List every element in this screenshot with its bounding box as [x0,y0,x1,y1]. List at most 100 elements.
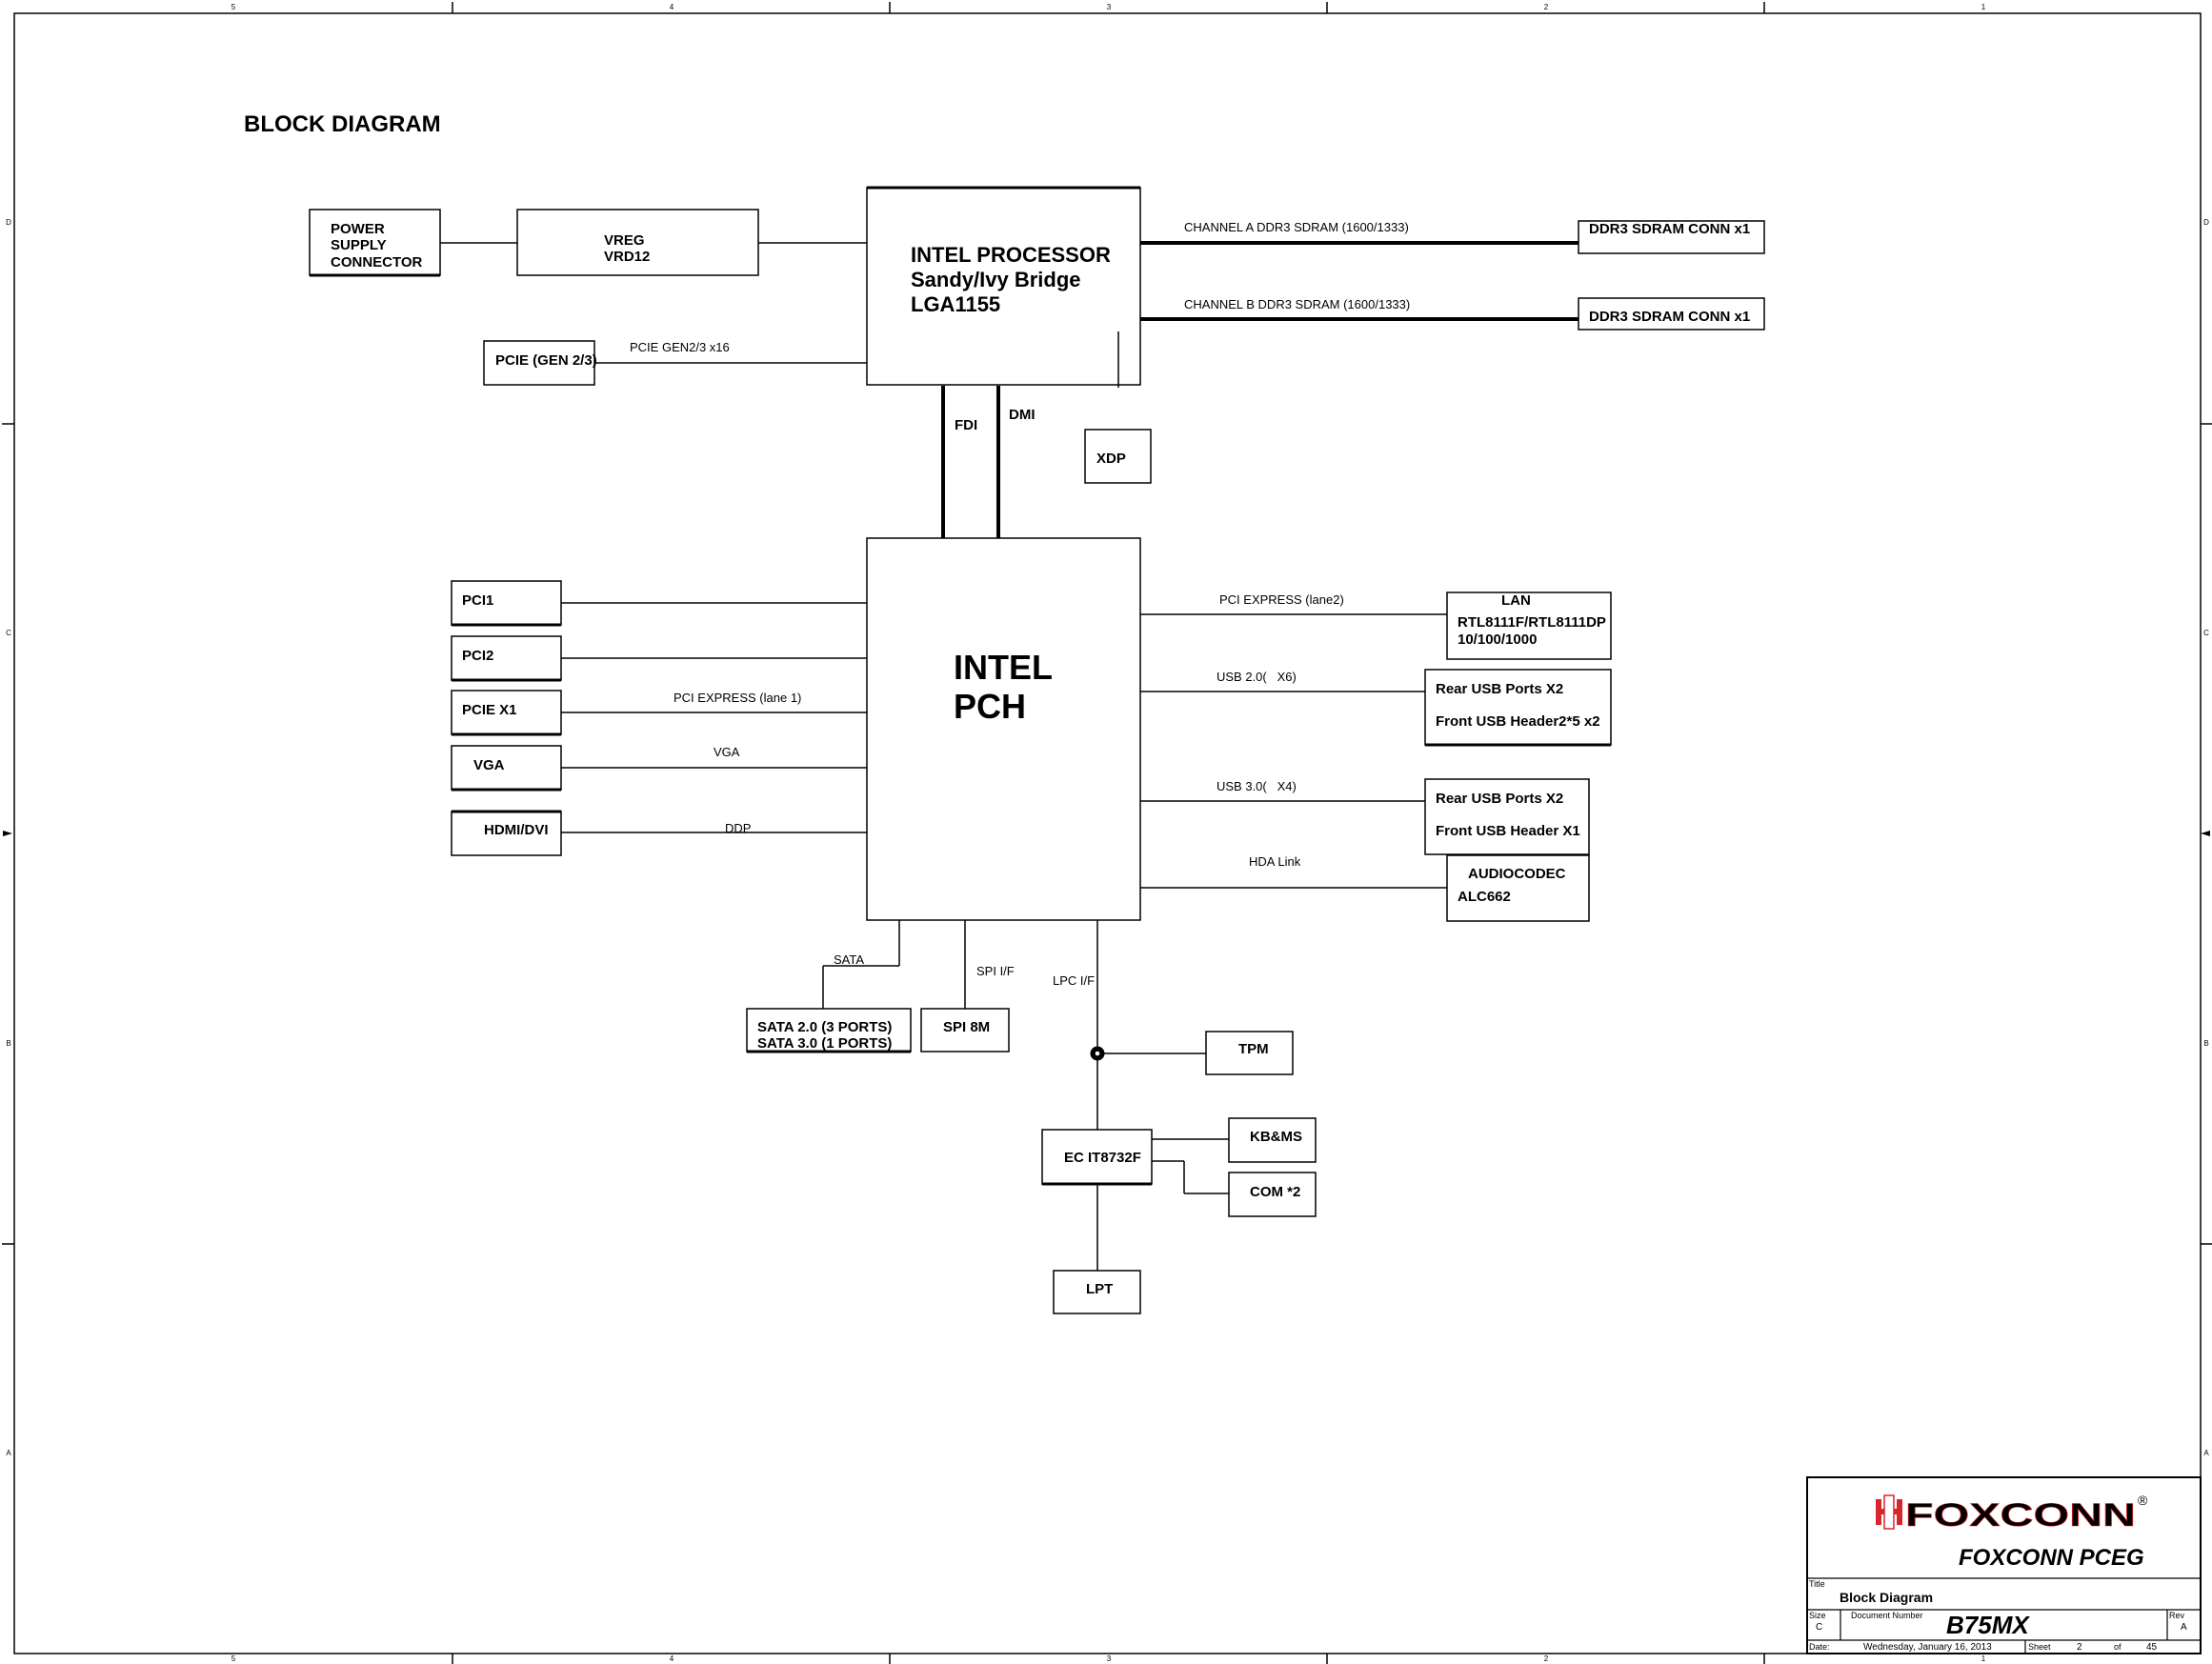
power-supply-label: POWER [331,221,385,237]
link-label-usb2: USB 2.0( X6) [1217,670,1297,684]
border-top-number: 2 [1544,3,1549,11]
vreg-block: VREG VRD12 [516,209,759,276]
rev-value: A [2181,1622,2187,1633]
border-right-letter: B [2203,1039,2208,1048]
ddr3-b-label: DDR3 SDRAM CONN x1 [1589,309,1750,325]
date-value: Wednesday, January 16, 2013 [1863,1642,1992,1653]
cpu-block: INTEL PROCESSOR Sandy/Ivy Bridge LGA1155 [866,186,1141,386]
size-label: Size [1809,1611,1826,1620]
connection-lines [440,242,1447,1271]
xdp-label: XDP [1096,451,1126,467]
border-bottom-number: 2 [1544,1654,1549,1663]
lan-label: LAN [1501,592,1531,609]
tpm-block: TPM [1205,1031,1294,1075]
spi-block: SPI 8M [920,1008,1010,1053]
border-top-number: 4 [670,3,674,11]
border-right-letter: D [2203,218,2209,227]
sata-label: SATA 2.0 (3 PORTS) [757,1019,892,1035]
lan-label: RTL8111F/RTL8111DP [1458,614,1606,631]
border-bottom-number: 3 [1107,1654,1112,1663]
power-supply-label: CONNECTOR [331,254,423,271]
pci1-label: PCI1 [462,592,493,609]
thick-buses [941,241,1579,538]
pcie-gen-block: PCIE (GEN 2/3) [483,340,597,386]
hdmi-block: HDMI/DVI [451,810,562,856]
border-bottom-number: 1 [1981,1654,1986,1663]
title-label: Title [1809,1579,1825,1589]
link-label-hda: HDA Link [1249,854,1301,869]
diagram-title: BLOCK DIAGRAM [244,111,441,137]
docnum-value: B75MX [1946,1611,2030,1639]
docnum-label: Document Number [1851,1611,1923,1620]
border-top-number: 5 [231,3,236,11]
border-left-letter: C [6,629,11,637]
pch-label: PCH [954,687,1026,726]
lpc-junction [1090,1046,1105,1061]
border-left-letter: B [6,1039,10,1048]
ec-block: EC IT8732F [1041,1129,1153,1186]
link-label-pcie-lane1: PCI EXPRESS (lane 1) [674,691,801,705]
pcie-gen-label: PCIE (GEN 2/3) [495,352,597,369]
link-label-ddp: DDP [725,821,751,835]
size-value: C [1816,1622,1822,1633]
usb3-block: Rear USB Ports X2 Front USB Header X1 [1424,778,1590,855]
ec-label: EC IT8732F [1064,1150,1141,1166]
power-supply-label: SUPPLY [331,237,387,253]
audio-label: AUDIOCODEC [1468,866,1566,882]
link-label-spi: SPI I/F [976,964,1015,978]
link-label-vga: VGA [714,745,740,759]
link-label-ch-b: CHANNEL B DDR3 SDRAM (1600/1333) [1184,297,1410,311]
usb2-block: Rear USB Ports X2 Front USB Header2*5 x2 [1424,669,1612,747]
tpm-label: TPM [1238,1041,1269,1057]
sheet-value: 2 [2077,1642,2082,1653]
audio-block: AUDIOCODEC ALC662 [1446,854,1590,922]
audio-label: ALC662 [1458,889,1511,905]
vreg-label: VREG [604,232,645,249]
link-labels: CHANNEL A DDR3 SDRAM (1600/1333) CHANNEL… [630,220,1410,988]
rev-label: Rev [2169,1611,2185,1620]
com-block: COM *2 [1228,1172,1317,1217]
link-label-fdi: FDI [955,417,977,433]
border-bottom-number: 5 [231,1654,236,1663]
link-label-usb3: USB 3.0( X4) [1217,779,1297,793]
spi-label: SPI 8M [943,1019,990,1035]
pch-block: INTEL PCH [866,537,1141,921]
ddr3-a-block: DDR3 SDRAM CONN x1 [1578,220,1765,254]
border-bottom-number: 4 [670,1654,674,1663]
ddr3-b-block: DDR3 SDRAM CONN x1 [1578,297,1765,331]
pci1-block: PCI1 [451,580,562,627]
sata-label: SATA 3.0 (1 PORTS) [757,1035,892,1052]
pci2-label: PCI2 [462,648,493,664]
sata-block: SATA 2.0 (3 PORTS) SATA 3.0 (1 PORTS) [746,1008,912,1053]
pcie-x1-label: PCIE X1 [462,702,517,718]
kbms-label: KB&MS [1250,1129,1302,1145]
border-left-letter: A [6,1449,11,1457]
border-top-number: 3 [1107,3,1112,11]
foxconn-logo-icon: FOXCONN ® [1876,1493,2148,1534]
link-label-sata: SATA [834,952,864,967]
border-labels: 5 4 3 2 1 5 4 3 2 1 D C B A D C B A [6,3,2209,1663]
foxconn-logo-text: FOXCONN [1905,1497,2136,1534]
border-left-letter: D [6,218,11,227]
title-block: FOXCONN ® FOXCONN PCEG Title Block Diagr… [1806,1476,2202,1654]
sheet-label: Sheet [2028,1642,2051,1652]
border-top-number: 1 [1981,3,1986,11]
pch-label: INTEL [954,648,1053,687]
pci2-block: PCI2 [451,635,562,682]
vga-block: VGA [451,745,562,792]
link-label-ch-a: CHANNEL A DDR3 SDRAM (1600/1333) [1184,220,1409,234]
usb2-label: Rear USB Ports X2 [1436,681,1563,697]
border-right-letter: C [2203,629,2209,637]
usb3-label: Front USB Header X1 [1436,823,1580,839]
com-label: COM *2 [1250,1184,1300,1200]
lan-block: LAN RTL8111F/RTL8111DP 10/100/1000 [1446,591,1612,660]
usb3-label: Rear USB Ports X2 [1436,791,1563,807]
link-label-dmi: DMI [1009,407,1036,423]
lan-label: 10/100/1000 [1458,632,1537,648]
company-name: FOXCONN PCEG [1959,1545,2144,1571]
hdmi-label: HDMI/DVI [484,822,549,838]
border-right-letter: A [2203,1449,2209,1457]
lpt-label: LPT [1086,1281,1113,1297]
link-label-lpc: LPC I/F [1053,973,1095,988]
